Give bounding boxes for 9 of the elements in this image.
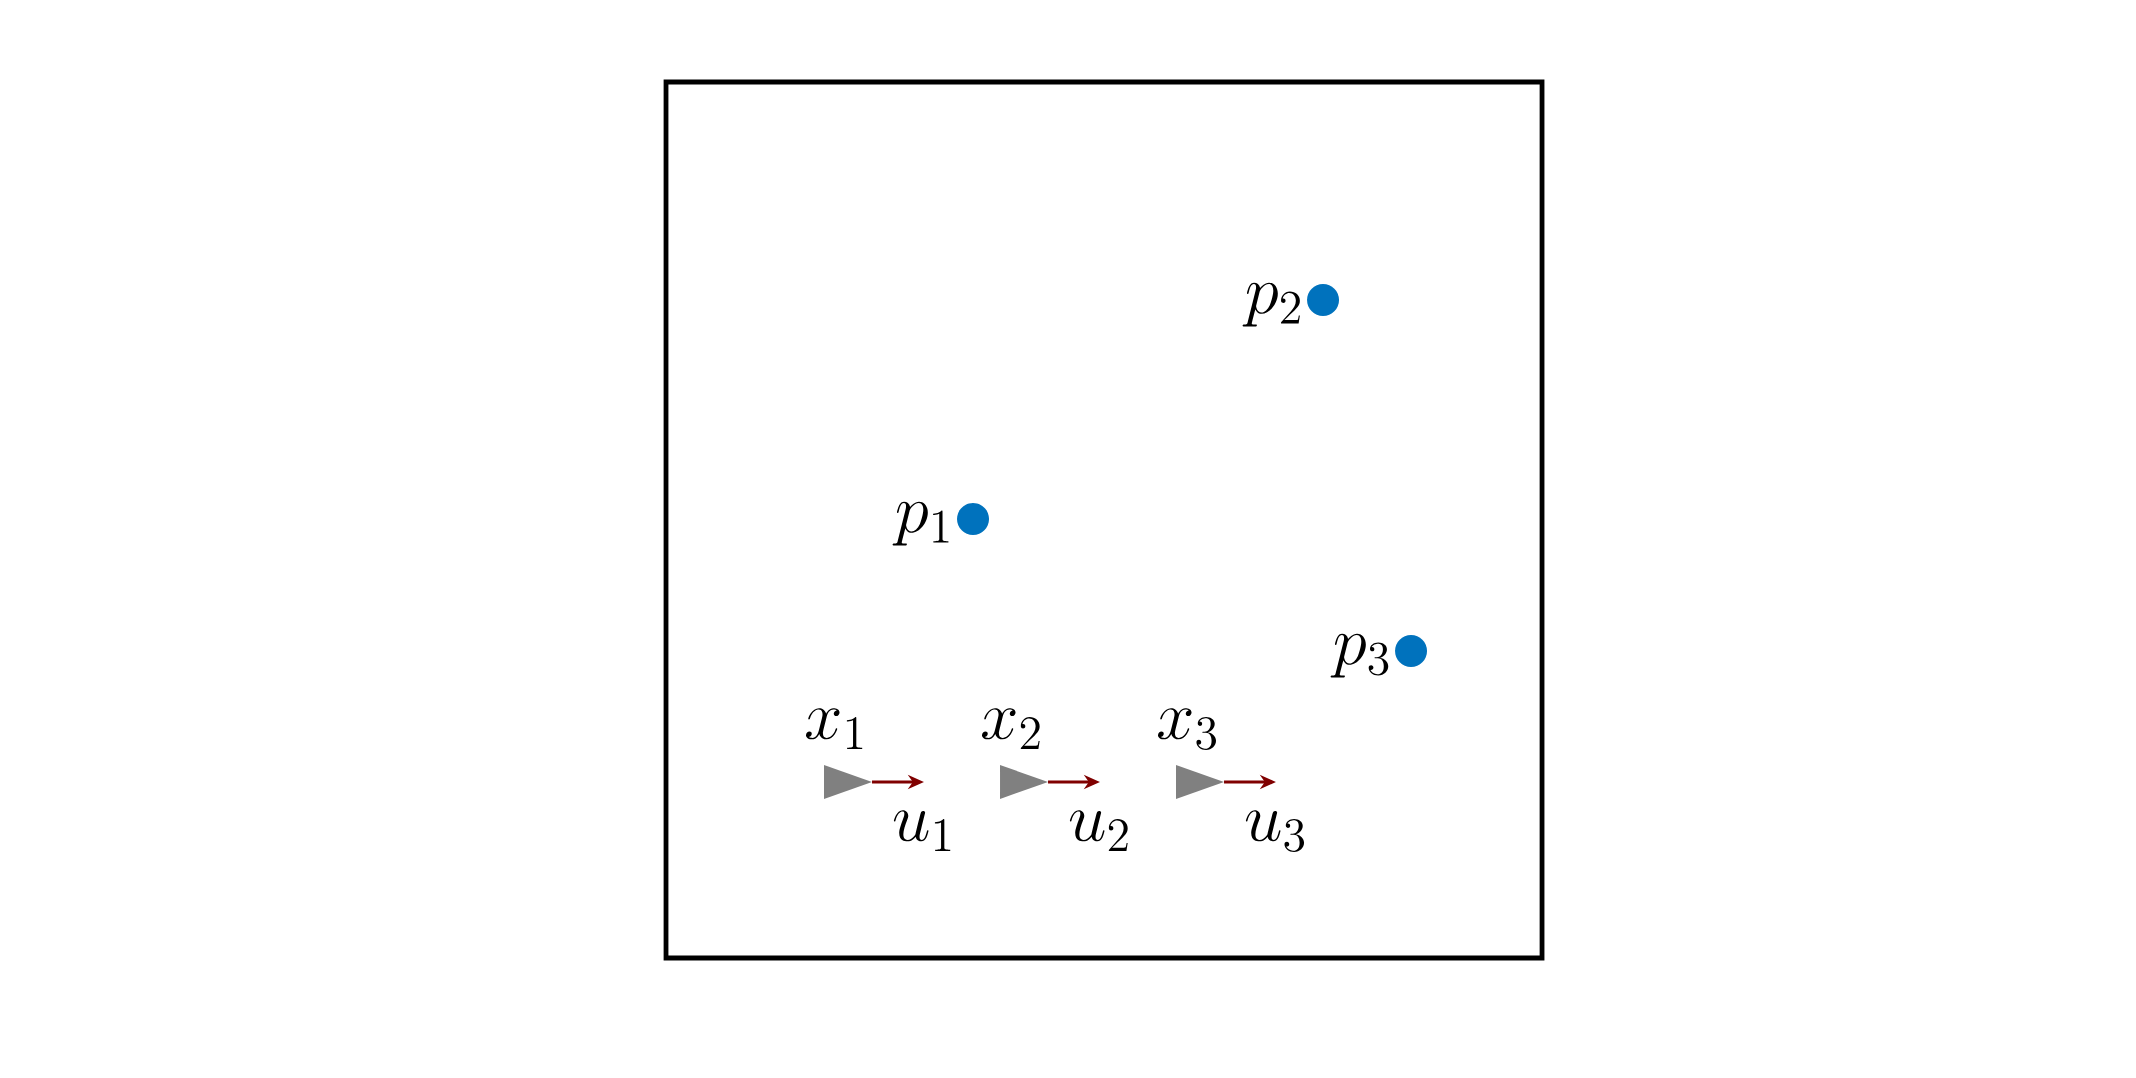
math-label: $u_3$ [1245,810,1305,853]
math-label: $p_1$ [892,501,949,546]
math-label: $x_2$ [982,708,1040,750]
math-label: $p_2$ [1242,282,1300,327]
math-label: $u_2$ [1069,810,1128,852]
math-label: $u_1$ [893,810,951,852]
math-label: $x_3$ [1158,708,1216,751]
math-label: $p_3$ [1330,633,1389,678]
math-label: $x_1$ [806,708,863,750]
